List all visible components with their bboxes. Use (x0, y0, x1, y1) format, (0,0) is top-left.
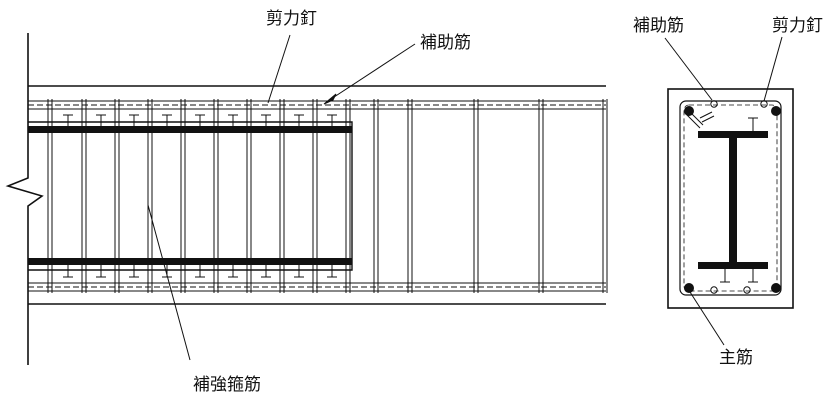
main-bars (684, 106, 781, 293)
section-outline (667, 88, 794, 309)
leader-lines-elevation (147, 34, 416, 361)
section-studs (720, 117, 758, 283)
leader-lines-section (664, 36, 783, 346)
h-steel-bottom-flange (698, 262, 768, 269)
cross-section-view (664, 36, 794, 346)
stirrup-hooks (685, 111, 715, 129)
top-flange (28, 126, 352, 133)
label-main-bar: 主筋 (719, 348, 753, 368)
label-aux-bar-section: 補助筋 (633, 16, 684, 36)
shear-stud-group (63, 114, 337, 278)
elevation-view (5, 33, 608, 365)
section-stirrup-inner (683, 104, 778, 292)
arrow-aux-bar (323, 93, 337, 105)
label-shear-stud-section: 剪力釘 (772, 16, 823, 36)
label-shear-stud-elevation: 剪力釘 (266, 9, 317, 29)
steel-section-end (28, 121, 353, 271)
section-stirrup-outer (679, 100, 782, 296)
h-steel-top-flange (698, 131, 768, 138)
label-aux-bar-elevation: 補助筋 (420, 33, 471, 53)
label-stirrup: 補強箍筋 (193, 375, 261, 395)
bottom-flange (28, 258, 352, 265)
h-steel-web (729, 138, 737, 262)
column-break-line (5, 33, 44, 365)
